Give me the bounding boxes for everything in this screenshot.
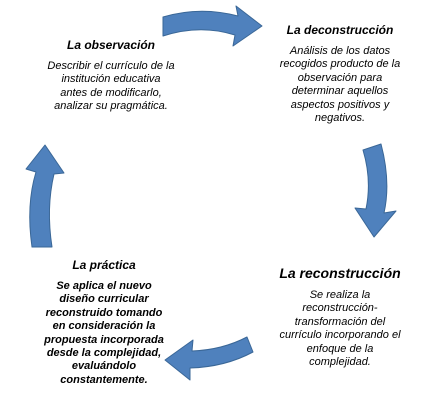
arrow-left-icon	[25, 144, 65, 248]
stage-practica-text: Se aplica el nuevo diseño curricular rec…	[44, 280, 164, 386]
arrow-bottom-icon	[164, 336, 254, 381]
stage-observacion-text: Describir el currículo de la institución…	[47, 60, 175, 113]
stage-observacion-title: La observación	[66, 38, 156, 52]
arrow-top-icon	[162, 5, 263, 47]
stage-practica: La práctica Se aplica el nuevo diseño cu…	[40, 258, 168, 387]
stage-deconstruccion-title: La deconstrucción	[286, 23, 394, 37]
stage-deconstruccion-text: Análisis de los datos recogidos producto…	[279, 45, 401, 125]
stage-practica-title: La práctica	[72, 258, 136, 272]
stage-reconstruccion: La reconstrucción Se realiza la reconstr…	[276, 265, 404, 369]
arrow-right-icon	[354, 143, 397, 238]
stage-deconstruccion: La deconstrucción Análisis de los datos …	[272, 23, 408, 125]
stage-observacion: La observación Describir el currículo de…	[47, 38, 175, 114]
stage-reconstruccion-text: Se realiza la reconstrucción-transformac…	[279, 289, 401, 369]
stage-reconstruccion-title: La reconstrucción	[279, 265, 401, 281]
